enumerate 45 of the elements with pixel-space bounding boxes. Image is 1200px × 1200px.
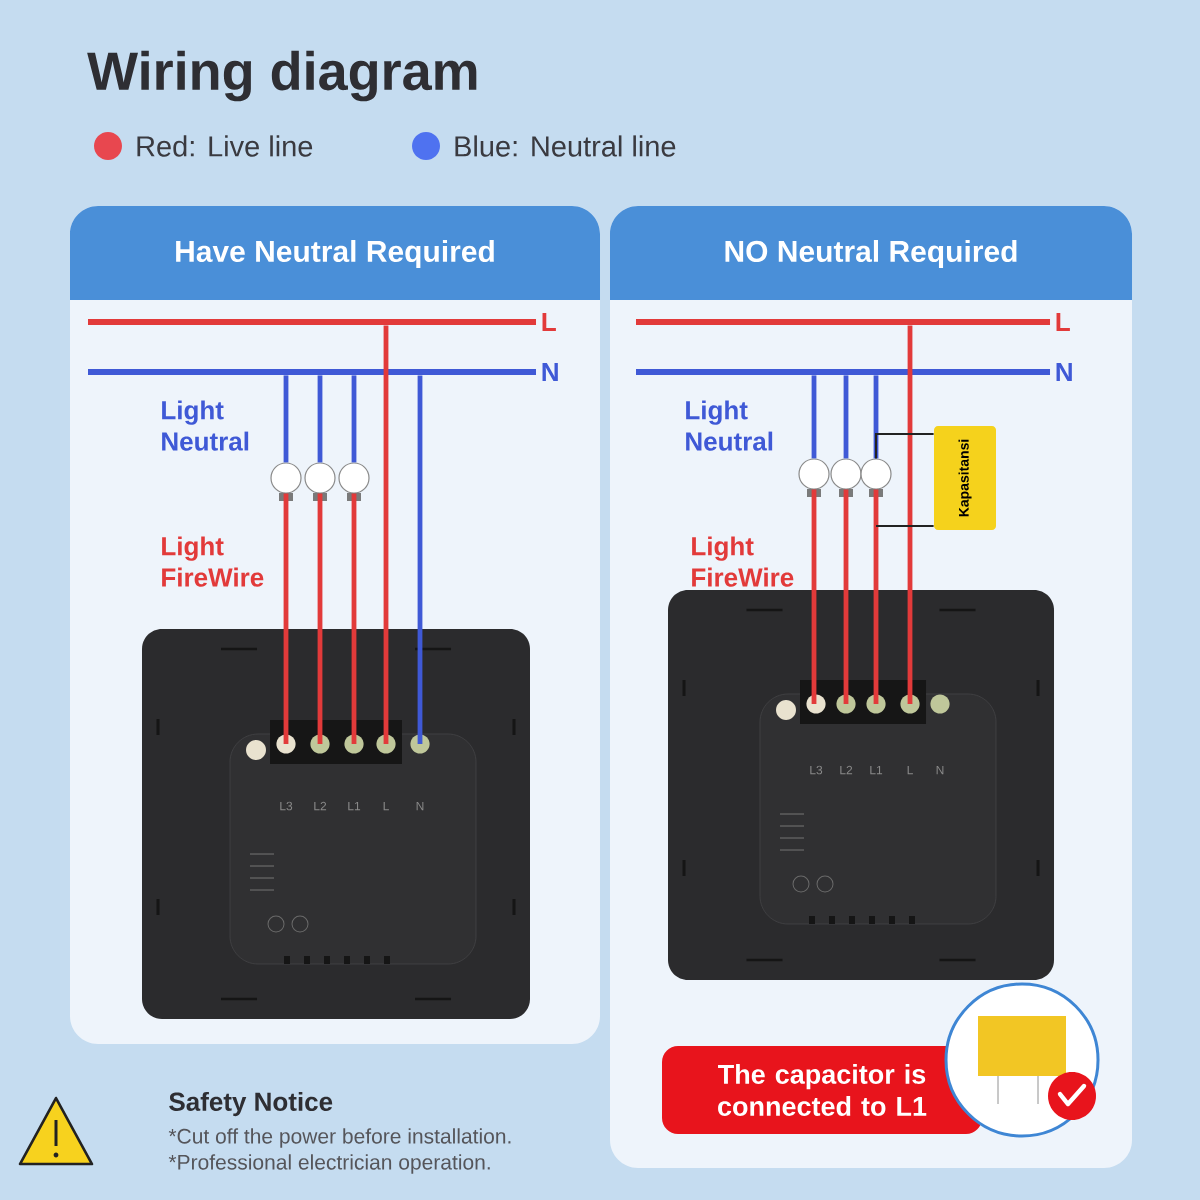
light-bulb (304, 462, 336, 501)
capacitor-photo-drawing (944, 982, 1100, 1138)
wire (383, 325, 389, 744)
wire (875, 433, 935, 460)
wire (351, 375, 357, 463)
wire (875, 525, 935, 527)
node-label: L (1056, 313, 1070, 331)
wire (811, 489, 817, 704)
light-bulb (338, 462, 370, 501)
notice-text: *Cut off the power before installation. (168, 1128, 511, 1148)
bus-wire: N (636, 363, 1072, 381)
wire (907, 325, 913, 704)
node-label: L (542, 313, 556, 331)
switch-drawing (668, 590, 1054, 980)
light-label: Light FireWire (162, 536, 264, 587)
light-label: Light FireWire (692, 536, 794, 587)
wire (843, 489, 849, 704)
wire (873, 375, 879, 459)
light-bulb (270, 462, 302, 501)
wire (843, 375, 849, 459)
wire (351, 493, 357, 744)
title: Wiring diagram (87, 50, 477, 102)
light-label: Light Neutral (162, 400, 249, 451)
bus-wire: L (88, 313, 556, 331)
node-label: N (1056, 363, 1072, 381)
legend-label: Blue: Neutral line (455, 135, 676, 157)
light-label: Light Neutral (686, 400, 773, 451)
wire (873, 489, 879, 704)
callout-box: The capacitor is connected to L1 (662, 1046, 982, 1134)
wire (283, 375, 289, 463)
light-bulb (860, 458, 892, 497)
wire (283, 493, 289, 744)
wire (417, 375, 423, 744)
notice-text: *Professional electrician operation. (168, 1154, 490, 1174)
wire (811, 375, 817, 459)
wire (317, 375, 323, 463)
switch-drawing (142, 629, 530, 1019)
bus-wire: L (636, 313, 1070, 331)
legend-label: Red: Live line (137, 135, 313, 157)
node-label: N (542, 363, 558, 381)
light-bulb (830, 458, 862, 497)
wire (317, 493, 323, 744)
bus-wire: N (88, 363, 558, 381)
notice-heading: Safety Notice (169, 1091, 333, 1117)
light-bulb (798, 458, 830, 497)
